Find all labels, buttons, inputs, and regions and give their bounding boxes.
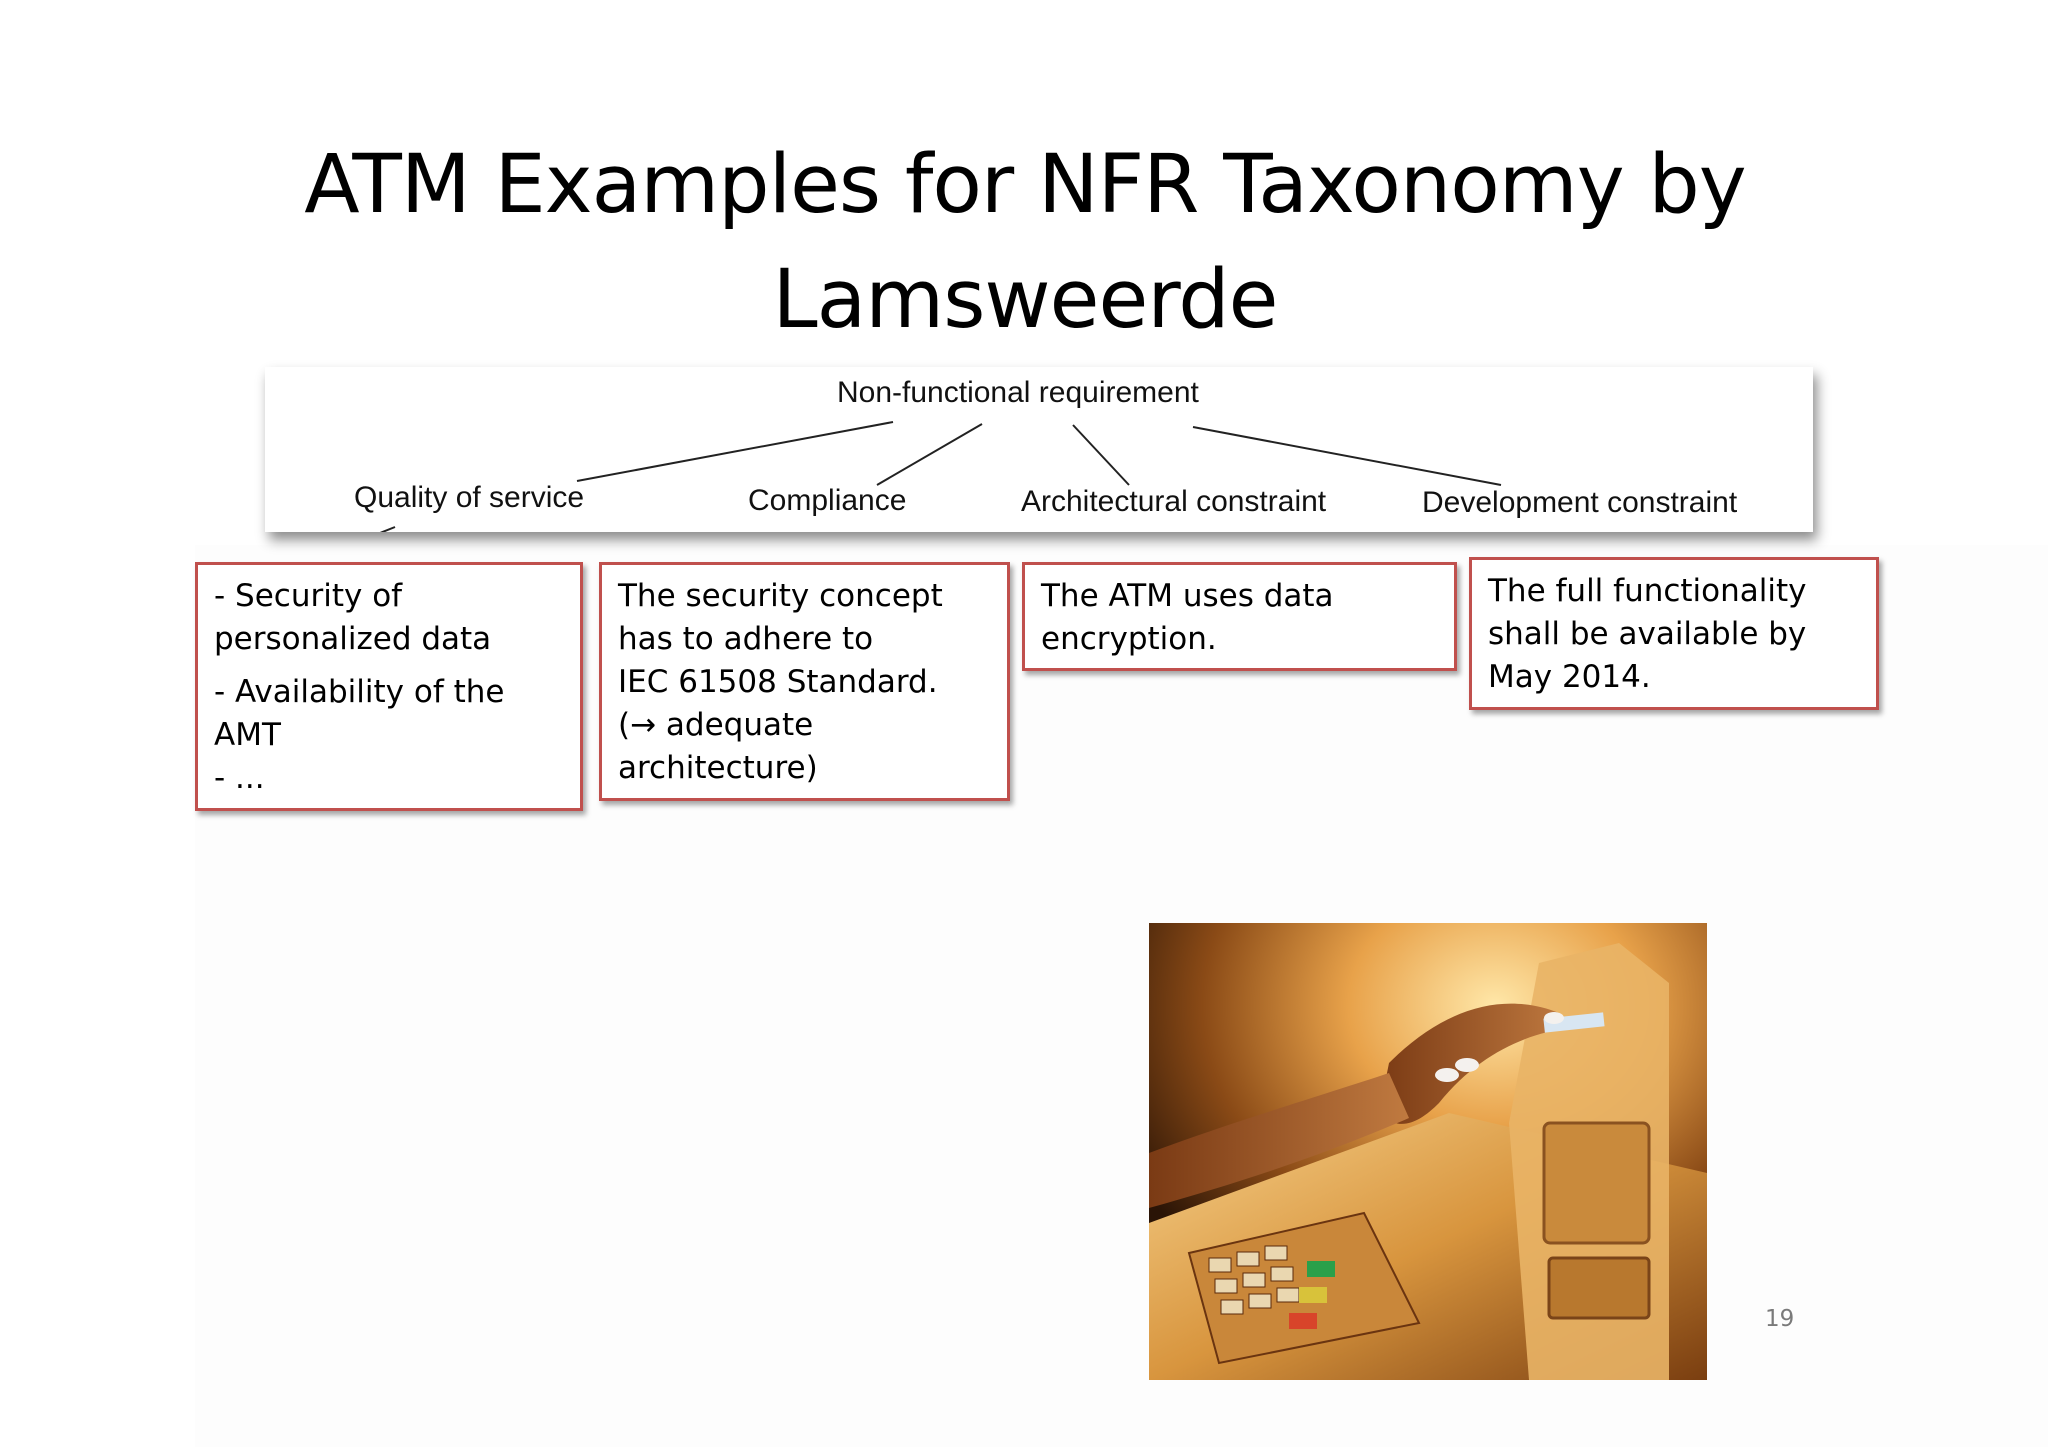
example-text-line: has to adhere to xyxy=(618,621,874,657)
example-text-line: architecture) xyxy=(618,750,818,786)
connector-compliance xyxy=(876,423,983,486)
atm-card-insertion-photo xyxy=(1149,923,1707,1380)
taxonomy-node-development-constraint: Development constraint xyxy=(1422,486,1738,519)
slide-title: ATM Examples for NFR Taxonomy by Lamswee… xyxy=(220,128,1830,358)
slide-title-line-2: Lamsweerde xyxy=(772,253,1279,347)
nfr-taxonomy-diagram: Non-functional requirement Quality of se… xyxy=(265,367,1813,532)
slide-title-line-1: ATM Examples for NFR Taxonomy by xyxy=(304,138,1746,232)
example-text-line: personalized data xyxy=(214,621,492,657)
example-text-line: shall be available by xyxy=(1488,616,1807,652)
connector-development xyxy=(1192,426,1502,486)
example-text-line: - ... xyxy=(214,760,265,796)
example-text-line: - Availability of the xyxy=(214,674,505,710)
taxonomy-node-compliance: Compliance xyxy=(748,484,907,517)
connector-quality-stub xyxy=(379,526,396,532)
example-text-line: AMT xyxy=(214,717,281,753)
example-text-line: The security concept xyxy=(618,578,943,614)
taxonomy-node-quality-of-service: Quality of service xyxy=(354,481,585,514)
connector-quality xyxy=(576,421,894,482)
example-box-compliance: The security concept has to adhere to IE… xyxy=(599,562,1010,801)
example-text-line: The ATM uses data xyxy=(1041,578,1334,614)
example-text-line: The full functionality xyxy=(1488,573,1807,609)
example-box-quality-of-service: - Security of personalized data - Availa… xyxy=(195,562,583,811)
taxonomy-connectors xyxy=(379,421,1502,532)
example-text-line: encryption. xyxy=(1041,621,1217,657)
taxonomy-root: Non-functional requirement xyxy=(837,376,1199,409)
example-text-line: - Security of xyxy=(214,578,403,614)
connector-architectural xyxy=(1072,424,1130,486)
example-text-line: IEC 61508 Standard. xyxy=(618,664,938,700)
taxonomy-node-architectural-constraint: Architectural constraint xyxy=(1021,485,1327,518)
example-text-line: May 2014. xyxy=(1488,659,1651,695)
page-number: 19 xyxy=(1765,1306,1795,1332)
atm-illustration xyxy=(1149,923,1707,1380)
example-box-architectural-constraint: The ATM uses data encryption. xyxy=(1022,562,1457,671)
example-box-development-constraint: The full functionality shall be availabl… xyxy=(1469,557,1879,710)
example-text-line: (→ adequate xyxy=(618,707,814,743)
